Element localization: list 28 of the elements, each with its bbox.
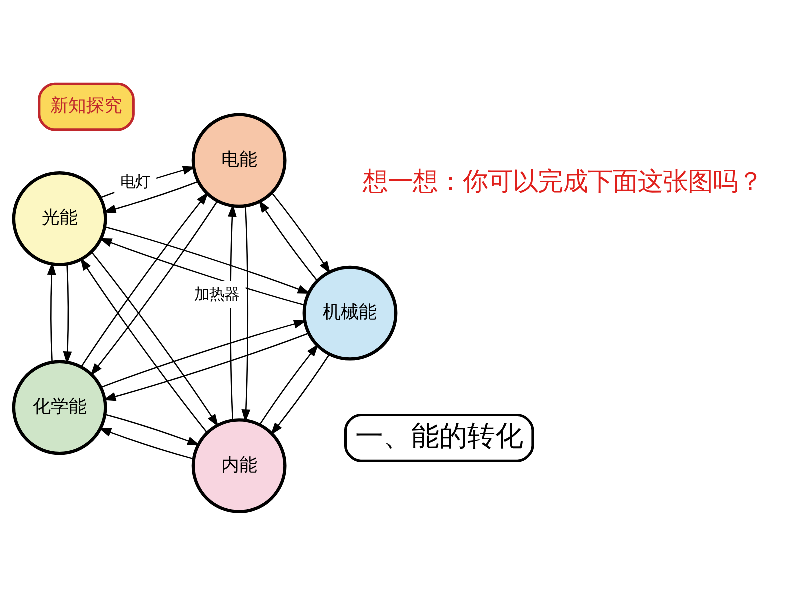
arrow [103,332,309,402]
arrow [101,320,307,388]
arrow [105,226,311,294]
node-box: 一、能的转化 [344,414,534,462]
arrow [80,258,208,434]
node-box: 新知探究 [38,82,135,132]
edge-label: 加热器 [194,285,240,304]
arrow [47,262,56,362]
arrow [242,206,251,422]
arrow [90,201,218,376]
label: 想一想：你可以完成下面这张图吗？ [362,166,763,197]
arrow [91,252,219,428]
arrow [81,192,209,368]
node-circle: 机械能 [302,266,398,361]
arrow [103,181,198,214]
arrow [270,354,330,436]
node-circle: 内能 [192,418,287,514]
arrow [272,192,331,274]
arrow [258,200,318,282]
arrow [99,238,305,306]
edge-label: 电灯 [120,172,150,191]
node-circle: 化学能 [12,360,108,456]
arrow [98,428,194,460]
arrow [63,264,72,364]
arrow [105,414,200,446]
arrow [260,344,319,426]
node-circle: 光能 [12,172,108,266]
node-circle: 电能 [192,113,287,208]
